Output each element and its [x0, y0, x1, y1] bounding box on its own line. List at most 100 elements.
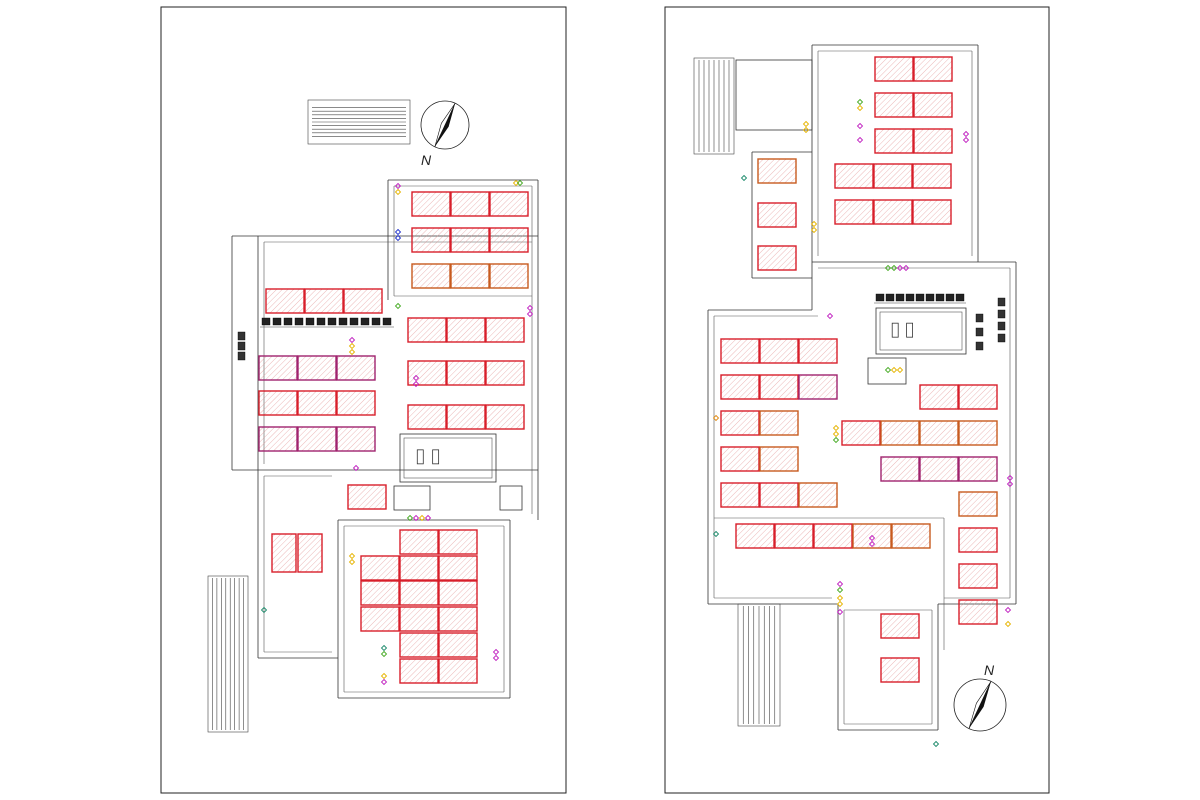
pv-panel — [343, 288, 383, 314]
string-marker-icon — [810, 226, 818, 234]
string-marker-icon — [260, 606, 268, 614]
stair-block — [207, 575, 249, 733]
string-marker-icon — [1006, 480, 1014, 488]
pv-panel — [873, 163, 913, 189]
inverter-unit — [283, 317, 293, 326]
pv-panel — [399, 529, 439, 555]
pv-panel — [873, 199, 913, 225]
pv-panel — [336, 355, 376, 381]
pv-panel — [407, 317, 447, 343]
string-marker-icon — [856, 98, 864, 106]
string-marker-icon — [492, 654, 500, 662]
pv-panel — [360, 580, 400, 606]
inverter-unit — [237, 331, 246, 341]
string-marker-icon — [802, 126, 810, 134]
stair-block — [693, 57, 735, 155]
string-marker-icon — [1004, 606, 1012, 614]
string-marker-icon — [394, 302, 402, 310]
pv-panel — [258, 426, 298, 452]
pv-panel — [485, 317, 525, 343]
string-marker-icon — [380, 678, 388, 686]
pv-panel — [360, 555, 400, 581]
pool-fixture — [432, 449, 440, 465]
roof-plan-left — [207, 99, 539, 733]
pv-panel — [336, 426, 376, 452]
pv-panel — [774, 523, 814, 549]
inverter-unit — [327, 317, 337, 326]
pv-panel — [759, 338, 799, 364]
string-marker-icon — [932, 740, 940, 748]
inverter-unit — [261, 317, 271, 326]
pv-panel — [450, 191, 490, 217]
inverter-unit — [885, 293, 895, 302]
string-marker-icon — [412, 374, 420, 382]
pv-panel — [798, 338, 838, 364]
pv-panel — [485, 360, 525, 386]
inverter-unit — [955, 293, 965, 302]
inverter-unit — [382, 317, 392, 326]
pv-panel — [841, 420, 881, 446]
pool-inner — [879, 311, 963, 351]
stair-block — [737, 603, 781, 727]
pv-panel — [798, 482, 838, 508]
string-marker-icon — [380, 644, 388, 652]
string-marker-icon — [884, 264, 892, 272]
pv-panel — [438, 529, 478, 555]
pv-panel — [489, 191, 529, 217]
pv-panel — [720, 338, 760, 364]
pv-panel — [399, 580, 439, 606]
pv-panel — [304, 288, 344, 314]
pv-panel — [913, 128, 953, 154]
string-marker-icon — [802, 120, 810, 128]
inverter-unit — [316, 317, 326, 326]
pv-panel — [485, 404, 525, 430]
pv-panel — [880, 657, 920, 683]
string-marker-icon — [712, 414, 720, 422]
inverter-unit — [935, 293, 945, 302]
pv-panel — [759, 446, 799, 472]
inverter-unit — [237, 341, 246, 351]
pv-panel — [336, 390, 376, 416]
pv-panel — [919, 456, 959, 482]
pv-panel — [874, 56, 914, 82]
inverter-unit — [945, 293, 955, 302]
pv-panel — [297, 390, 337, 416]
roof-box — [867, 357, 907, 385]
pv-panel — [347, 484, 387, 510]
roof-box — [393, 485, 431, 511]
compass-needle-icon — [434, 103, 456, 147]
pv-panel — [407, 404, 447, 430]
pv-panel — [813, 523, 853, 549]
inverter-unit — [997, 333, 1006, 343]
north-label-left: N — [421, 152, 432, 168]
string-marker-icon — [836, 580, 844, 588]
pv-panel — [411, 263, 451, 289]
stair-outline — [207, 575, 249, 733]
string-marker-icon — [868, 540, 876, 548]
string-marker-icon — [890, 366, 898, 374]
pool-fixture — [906, 322, 913, 338]
string-marker-icon — [896, 264, 904, 272]
string-marker-icon — [836, 608, 844, 616]
string-marker-icon — [352, 464, 360, 472]
pv-panel — [759, 410, 799, 436]
string-marker-icon — [890, 264, 898, 272]
pv-panel — [438, 606, 478, 632]
pv-panel — [874, 128, 914, 154]
string-marker-icon — [832, 430, 840, 438]
pv-panel — [446, 317, 486, 343]
inverter-unit — [975, 327, 984, 337]
inverter-unit — [997, 321, 1006, 331]
string-marker-icon — [962, 136, 970, 144]
string-marker-icon — [394, 182, 402, 190]
string-marker-icon — [836, 594, 844, 602]
inverter-unit — [338, 317, 348, 326]
pv-panel — [446, 360, 486, 386]
pv-panel — [720, 374, 760, 400]
string-marker-icon — [896, 366, 904, 374]
pv-panel — [757, 245, 797, 271]
string-marker-icon — [394, 188, 402, 196]
inverter-unit — [371, 317, 381, 326]
pv-panel — [912, 199, 952, 225]
pv-panel — [912, 163, 952, 189]
